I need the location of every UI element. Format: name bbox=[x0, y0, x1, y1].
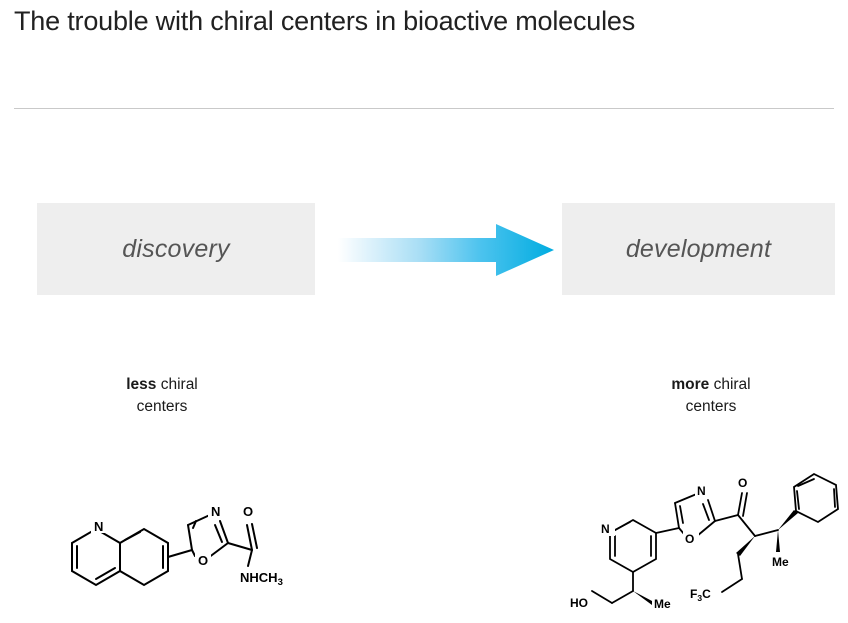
caption-left-line2: centers bbox=[136, 398, 188, 415]
title-divider bbox=[14, 108, 834, 109]
page-title: The trouble with chiral centers in bioac… bbox=[14, 6, 635, 36]
atom-label-oxazole-n-right: N bbox=[697, 484, 706, 498]
phase-box-development: development bbox=[562, 203, 835, 295]
development-molecule-structure: N HO Me N O O F3C bbox=[562, 458, 848, 623]
progression-arrow-icon bbox=[338, 224, 554, 276]
atom-label-amide: NHCH3 bbox=[240, 570, 283, 588]
atom-label-oxazole-o: O bbox=[198, 553, 208, 568]
atom-label-methyl-left: Me bbox=[654, 597, 671, 611]
atom-label-methyl-right: Me bbox=[772, 555, 789, 569]
caption-right-rest: chiral bbox=[709, 376, 751, 393]
caption-left-emphasis: less bbox=[126, 376, 157, 393]
caption-more-chiral-centers: more chiral centers bbox=[625, 374, 797, 418]
caption-left-rest: chiral bbox=[156, 376, 198, 393]
atom-label-oxazole-o-right: O bbox=[685, 532, 694, 546]
atom-label-quinoline-n: N bbox=[94, 519, 103, 534]
atom-label-trifluoromethyl: F3C bbox=[690, 587, 711, 603]
phase-label-development: development bbox=[625, 234, 772, 263]
phase-box-discovery: discovery bbox=[37, 203, 315, 295]
caption-less-chiral-centers: less chiral centers bbox=[76, 374, 248, 418]
caption-right-line2: centers bbox=[685, 398, 737, 415]
atom-label-carbonyl-o-right: O bbox=[738, 476, 747, 490]
atom-label-carbonyl-o: O bbox=[243, 504, 253, 519]
atom-label-oxazole-n: N bbox=[211, 504, 220, 519]
atom-label-hydroxyl: HO bbox=[570, 596, 588, 610]
atom-label-pyridine-n: N bbox=[601, 522, 610, 536]
discovery-molecule-structure: N N O O NHCH3 bbox=[62, 470, 288, 598]
phase-label-discovery: discovery bbox=[122, 234, 230, 263]
caption-right-emphasis: more bbox=[671, 376, 710, 393]
